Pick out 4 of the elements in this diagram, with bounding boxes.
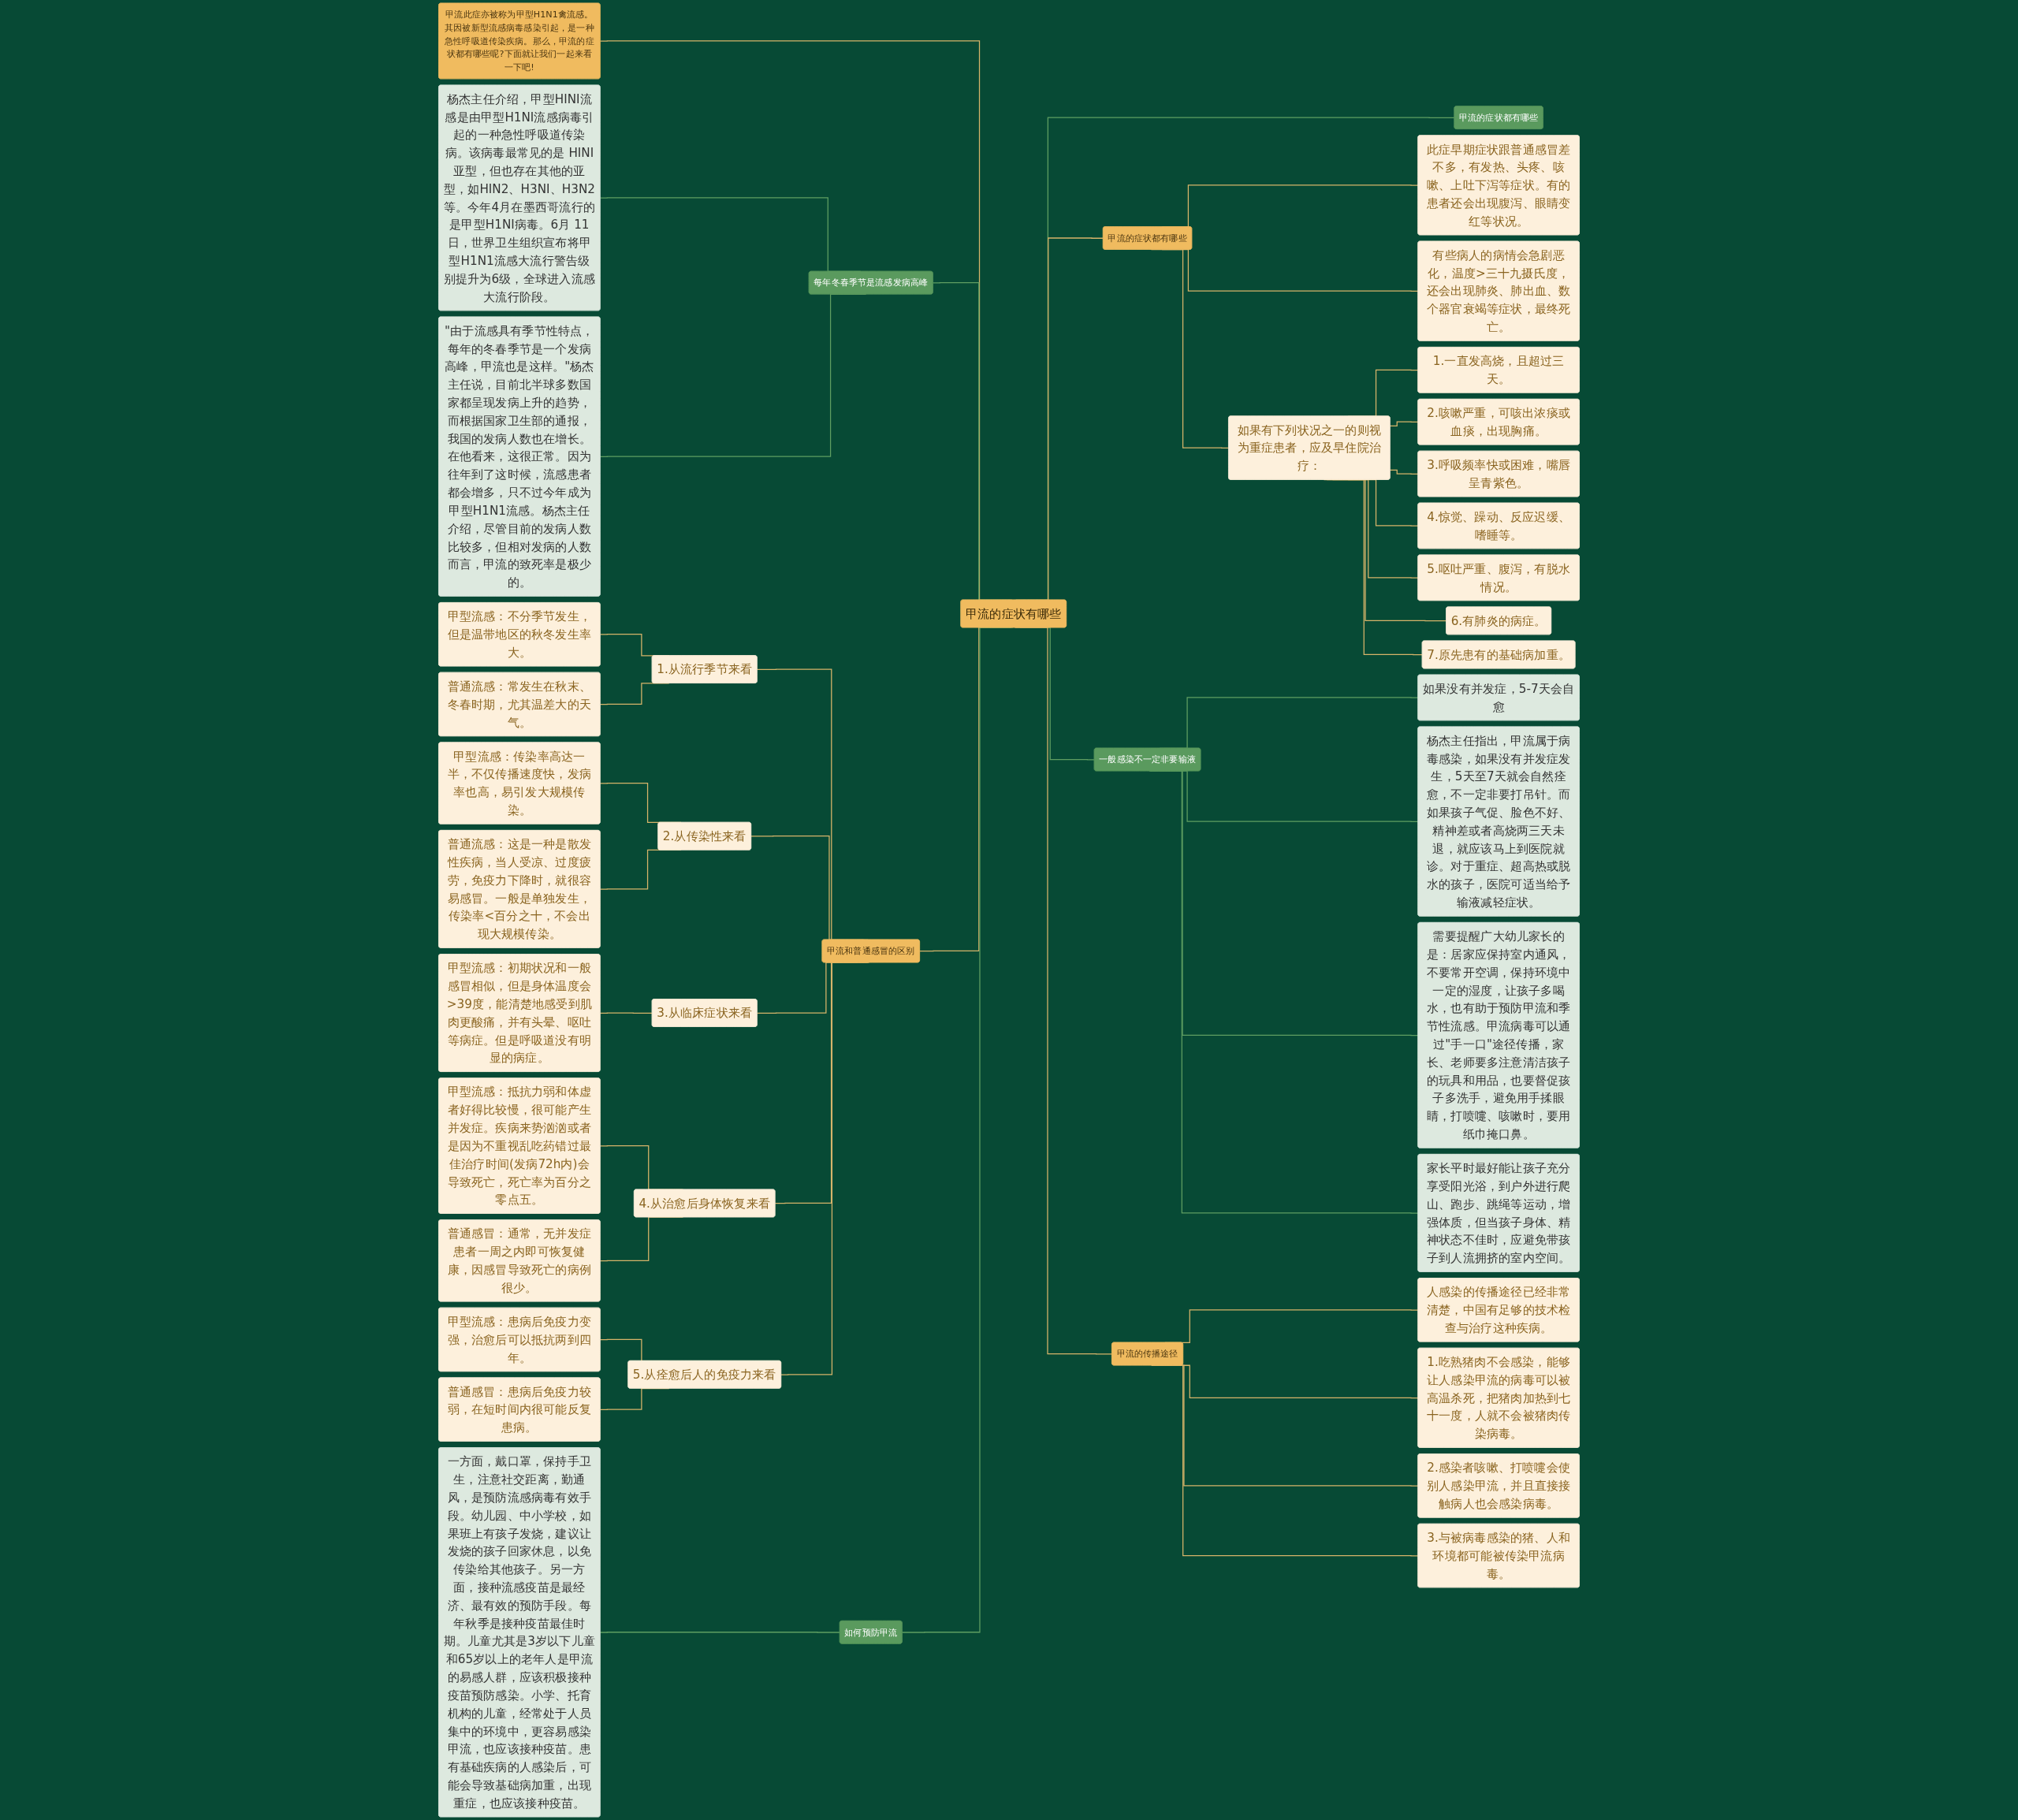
connector [1389, 469, 1419, 475]
connector [599, 1632, 841, 1633]
connector [599, 1012, 653, 1014]
connector [1389, 421, 1419, 426]
